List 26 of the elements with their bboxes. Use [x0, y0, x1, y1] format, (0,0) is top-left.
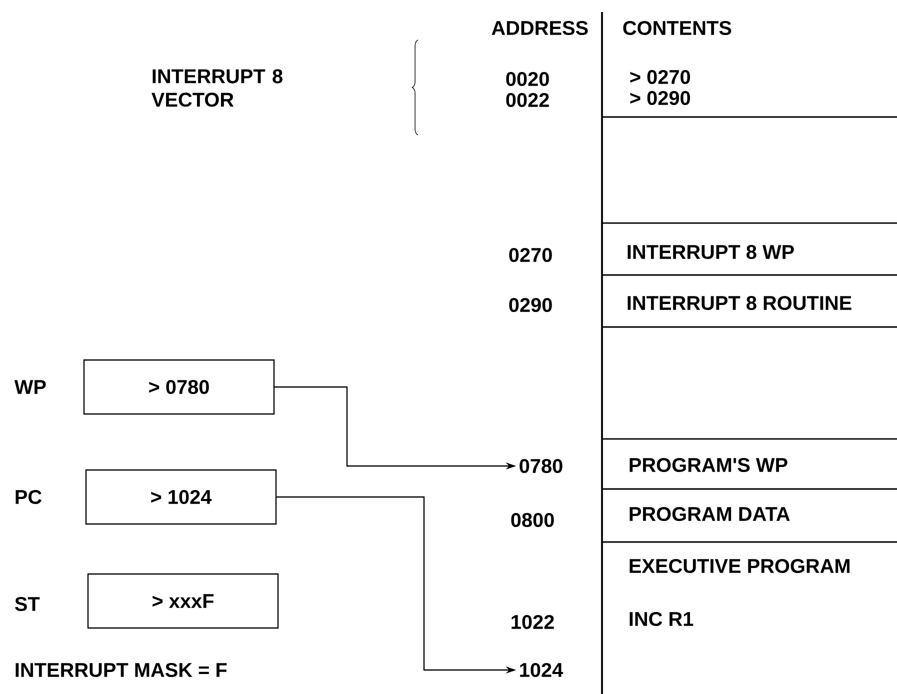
contents-label: PROGRAM DATA — [630, 506, 790, 522]
address-label: 0020 — [506, 72, 549, 86]
contents-label: INTERRUPT 8 ROUTINE — [628, 296, 852, 310]
note-label: INTERRUPT MASK = F — [16, 662, 227, 678]
address-label: 1022 — [512, 614, 554, 630]
register-name: ST — [14, 596, 40, 612]
address-label: 0800 — [511, 512, 554, 528]
register-box: > xxxF — [87, 573, 279, 629]
contents-label: PROGRAM'S WP — [630, 458, 788, 472]
contents-value: > 0290 — [630, 90, 690, 106]
contents-label: INC R1 — [630, 612, 694, 626]
register-box: > 1024 — [85, 469, 277, 525]
address-label: 0780 — [520, 458, 562, 474]
contents-label: INTERRUPT 8 WP — [628, 244, 794, 260]
address-label: 1024 — [520, 662, 564, 678]
address-label: 0290 — [509, 298, 552, 312]
vector-label: INTERRUPT 8 VECTOR — [152, 69, 282, 107]
address-label: 0022 — [506, 92, 549, 108]
contents-value: > 0270 — [630, 70, 690, 84]
register-box: > 0780 — [83, 359, 275, 415]
column-heading: ADDRESS — [492, 20, 588, 36]
register-name: WP — [14, 380, 46, 394]
register-name: PC — [16, 490, 42, 504]
column-heading: CONTENTS — [623, 20, 732, 36]
address-label: 0270 — [509, 248, 552, 262]
contents-label: EXECUTIVE PROGRAM — [630, 558, 850, 574]
